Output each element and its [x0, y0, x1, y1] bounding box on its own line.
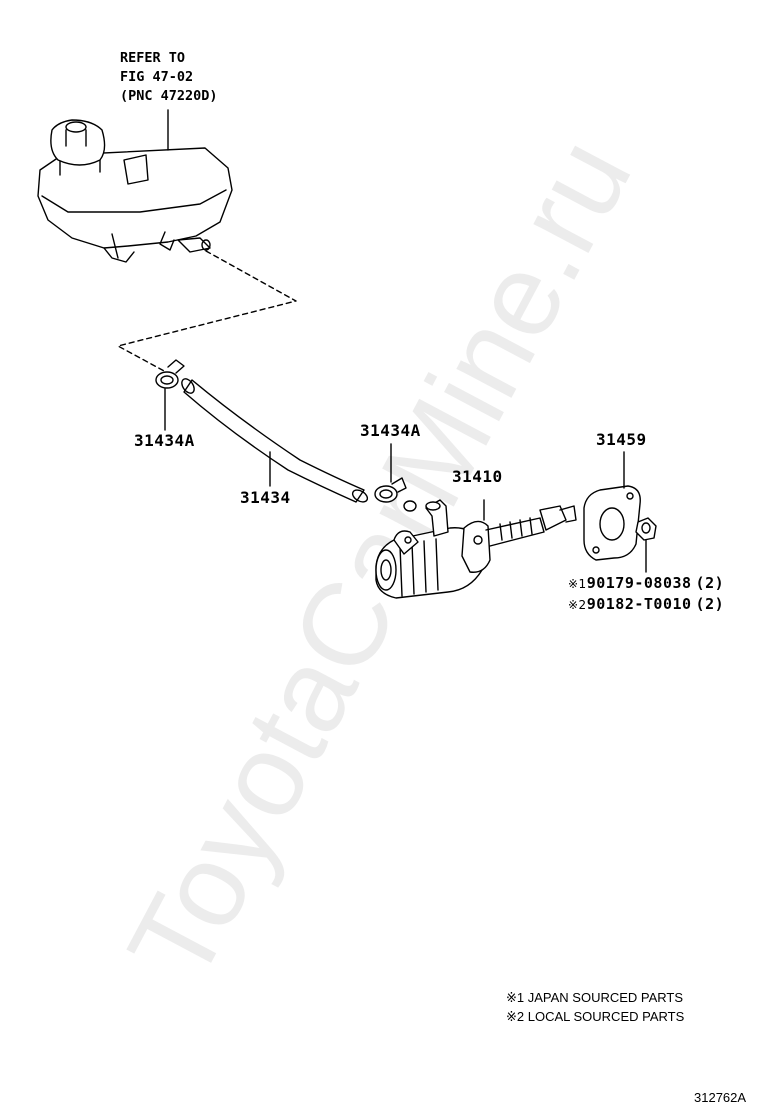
part-label-clamp-right: 31434A: [360, 421, 421, 440]
clamp-right: [374, 443, 407, 503]
nut: [635, 517, 657, 573]
reference-line-1: REFER TO: [120, 50, 186, 66]
diagram-id: 312762A: [694, 1090, 747, 1105]
nut-2-mark: ※2: [568, 598, 587, 612]
part-label-clutch-master-cylinder: 31410: [452, 467, 503, 486]
clutch-master-cylinder: [375, 499, 577, 599]
footnote-local: ※2 LOCAL SOURCED PARTS: [506, 1009, 685, 1024]
hose: [181, 378, 369, 503]
nut-1-code: 90179-08038: [586, 574, 692, 592]
nut-row-2: ※290182-T0010(2): [568, 597, 724, 612]
reference-line-3: (PNC 47220D): [120, 88, 218, 104]
nut-2-code: 90182-T0010: [586, 595, 692, 613]
part-label-hose: 31434: [240, 488, 291, 507]
reservoir-tank: [37, 109, 233, 263]
footnote-japan: ※1 JAPAN SOURCED PARTS: [506, 990, 684, 1005]
nut-1-qty: (2): [695, 574, 725, 592]
nut-2-qty: (2): [695, 595, 725, 613]
part-label-gasket: 31459: [596, 430, 647, 449]
gasket: [583, 451, 641, 561]
nut-row-1: ※190179-08038(2): [568, 576, 724, 591]
routing-dashed-line: [117, 250, 297, 373]
nut-1-mark: ※1: [568, 577, 587, 591]
part-label-clamp-left: 31434A: [134, 431, 195, 450]
clamp-left: [155, 359, 185, 431]
reference-line-2: FIG 47-02: [120, 69, 194, 85]
